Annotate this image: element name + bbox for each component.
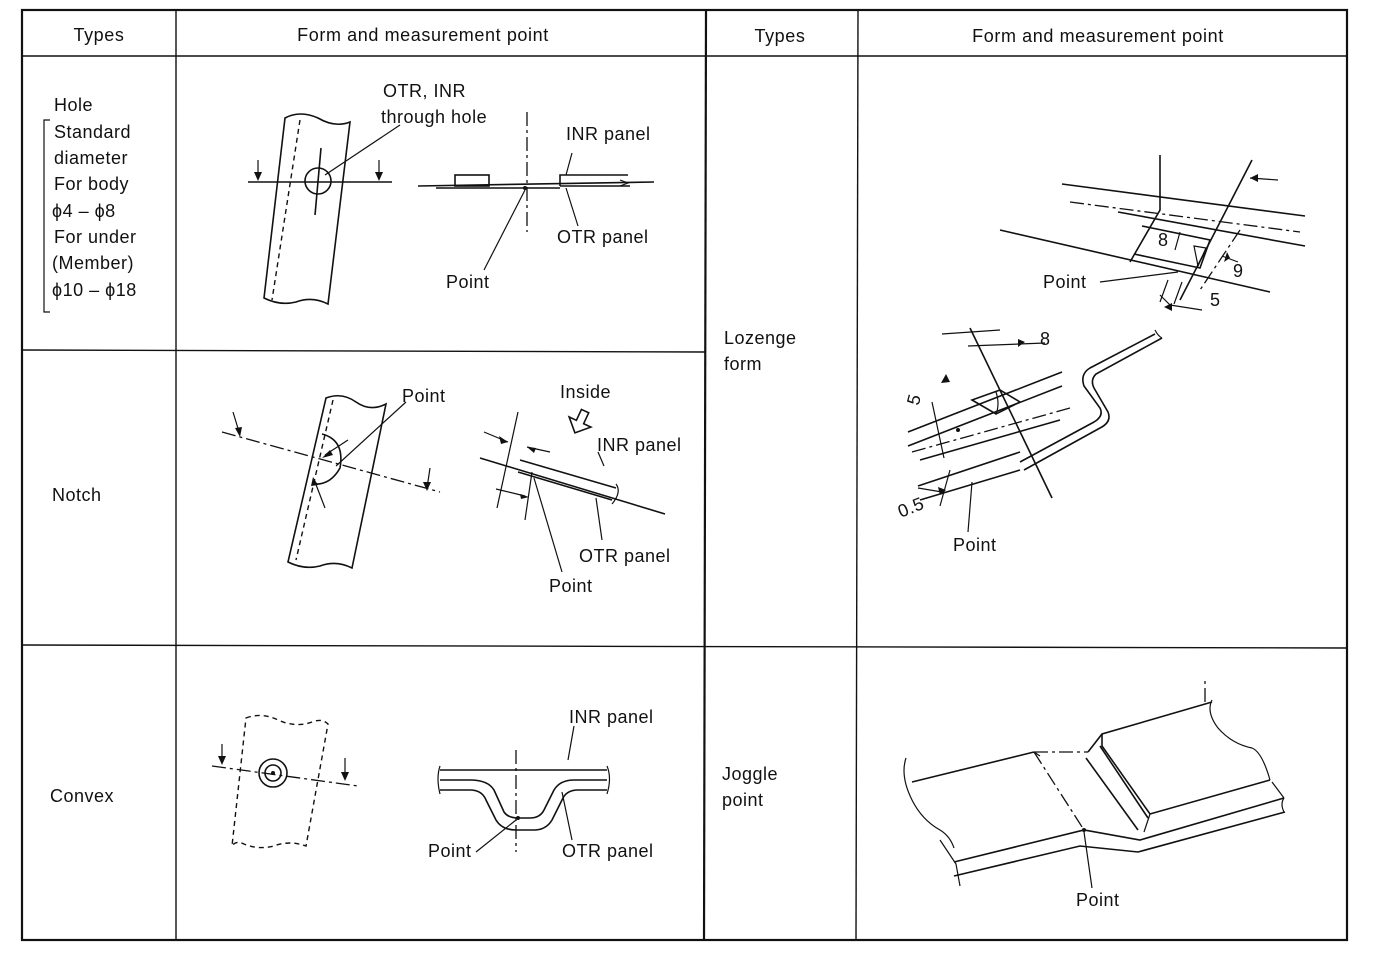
- header-form-left: Form and measurement point: [297, 25, 549, 45]
- svg-text:Standard: Standard: [54, 122, 131, 142]
- inside-label: Inside: [560, 382, 611, 402]
- lozenge-dim-5b: 5: [903, 392, 925, 407]
- notch-inr-panel: INR panel: [597, 435, 682, 455]
- svg-text:For under: For under: [54, 227, 137, 247]
- through-hole-label: through hole: [381, 107, 487, 127]
- lozenge-point-b: Point: [953, 535, 997, 555]
- header-form-right: Form and measurement point: [972, 26, 1224, 46]
- svg-text:Hole: Hole: [54, 95, 93, 115]
- type-hole: Hole Standard diameter For body ϕ4 – ϕ8 …: [43, 95, 137, 313]
- convex-point: Point: [428, 841, 472, 861]
- lozenge-dim-0-5: 0.5: [895, 493, 927, 521]
- lozenge-dim-9: 9: [1233, 261, 1244, 281]
- bracket-mark: [43, 119, 50, 313]
- svg-text:ϕ4 – ϕ8: ϕ4 – ϕ8: [52, 201, 116, 221]
- lozenge-dim-8a: 8: [1158, 230, 1169, 250]
- hole-diagram: OTR, INR through hole INR panel OTR pane…: [248, 81, 655, 306]
- svg-text:(Member): (Member): [52, 253, 134, 273]
- type-lozenge-line2: form: [724, 354, 762, 374]
- notch-otr-panel: OTR panel: [579, 546, 671, 566]
- inr-panel-label: INR panel: [566, 124, 651, 144]
- point-label: Point: [446, 272, 490, 292]
- header-types-left: Types: [73, 25, 124, 45]
- joggle-diagram: Point: [903, 680, 1286, 910]
- convex-otr-panel: OTR panel: [562, 841, 654, 861]
- lozenge-diagram: 8 9 Point 5 8 5 0.5 Point: [895, 155, 1306, 555]
- lozenge-dim-5a: 5: [1210, 290, 1221, 310]
- type-joggle-line1: Joggle: [722, 764, 778, 784]
- svg-text:For body: For body: [54, 174, 129, 194]
- otr-inr-label: OTR, INR: [383, 81, 466, 101]
- convex-diagram: INR panel Point OTR panel: [211, 707, 654, 861]
- convex-inr-panel: INR panel: [569, 707, 654, 727]
- notch-diagram: Point Inside INR panel OTR panel Point: [221, 382, 682, 596]
- header-types-right: Types: [754, 26, 805, 46]
- svg-text:ϕ10 – ϕ18: ϕ10 – ϕ18: [52, 280, 137, 300]
- type-notch: Notch: [52, 485, 102, 505]
- otr-panel-label: OTR panel: [557, 227, 649, 247]
- notch-point-a: Point: [402, 386, 446, 406]
- lozenge-point-a: Point: [1043, 272, 1087, 292]
- table-grid: [20, 8, 1349, 942]
- type-joggle-line2: point: [722, 790, 764, 810]
- type-convex: Convex: [50, 786, 114, 806]
- lozenge-dim-8b: 8: [1040, 329, 1051, 349]
- joggle-point: Point: [1076, 890, 1120, 910]
- notch-point-b: Point: [549, 576, 593, 596]
- svg-text:diameter: diameter: [54, 148, 128, 168]
- type-lozenge-line1: Lozenge: [724, 328, 797, 348]
